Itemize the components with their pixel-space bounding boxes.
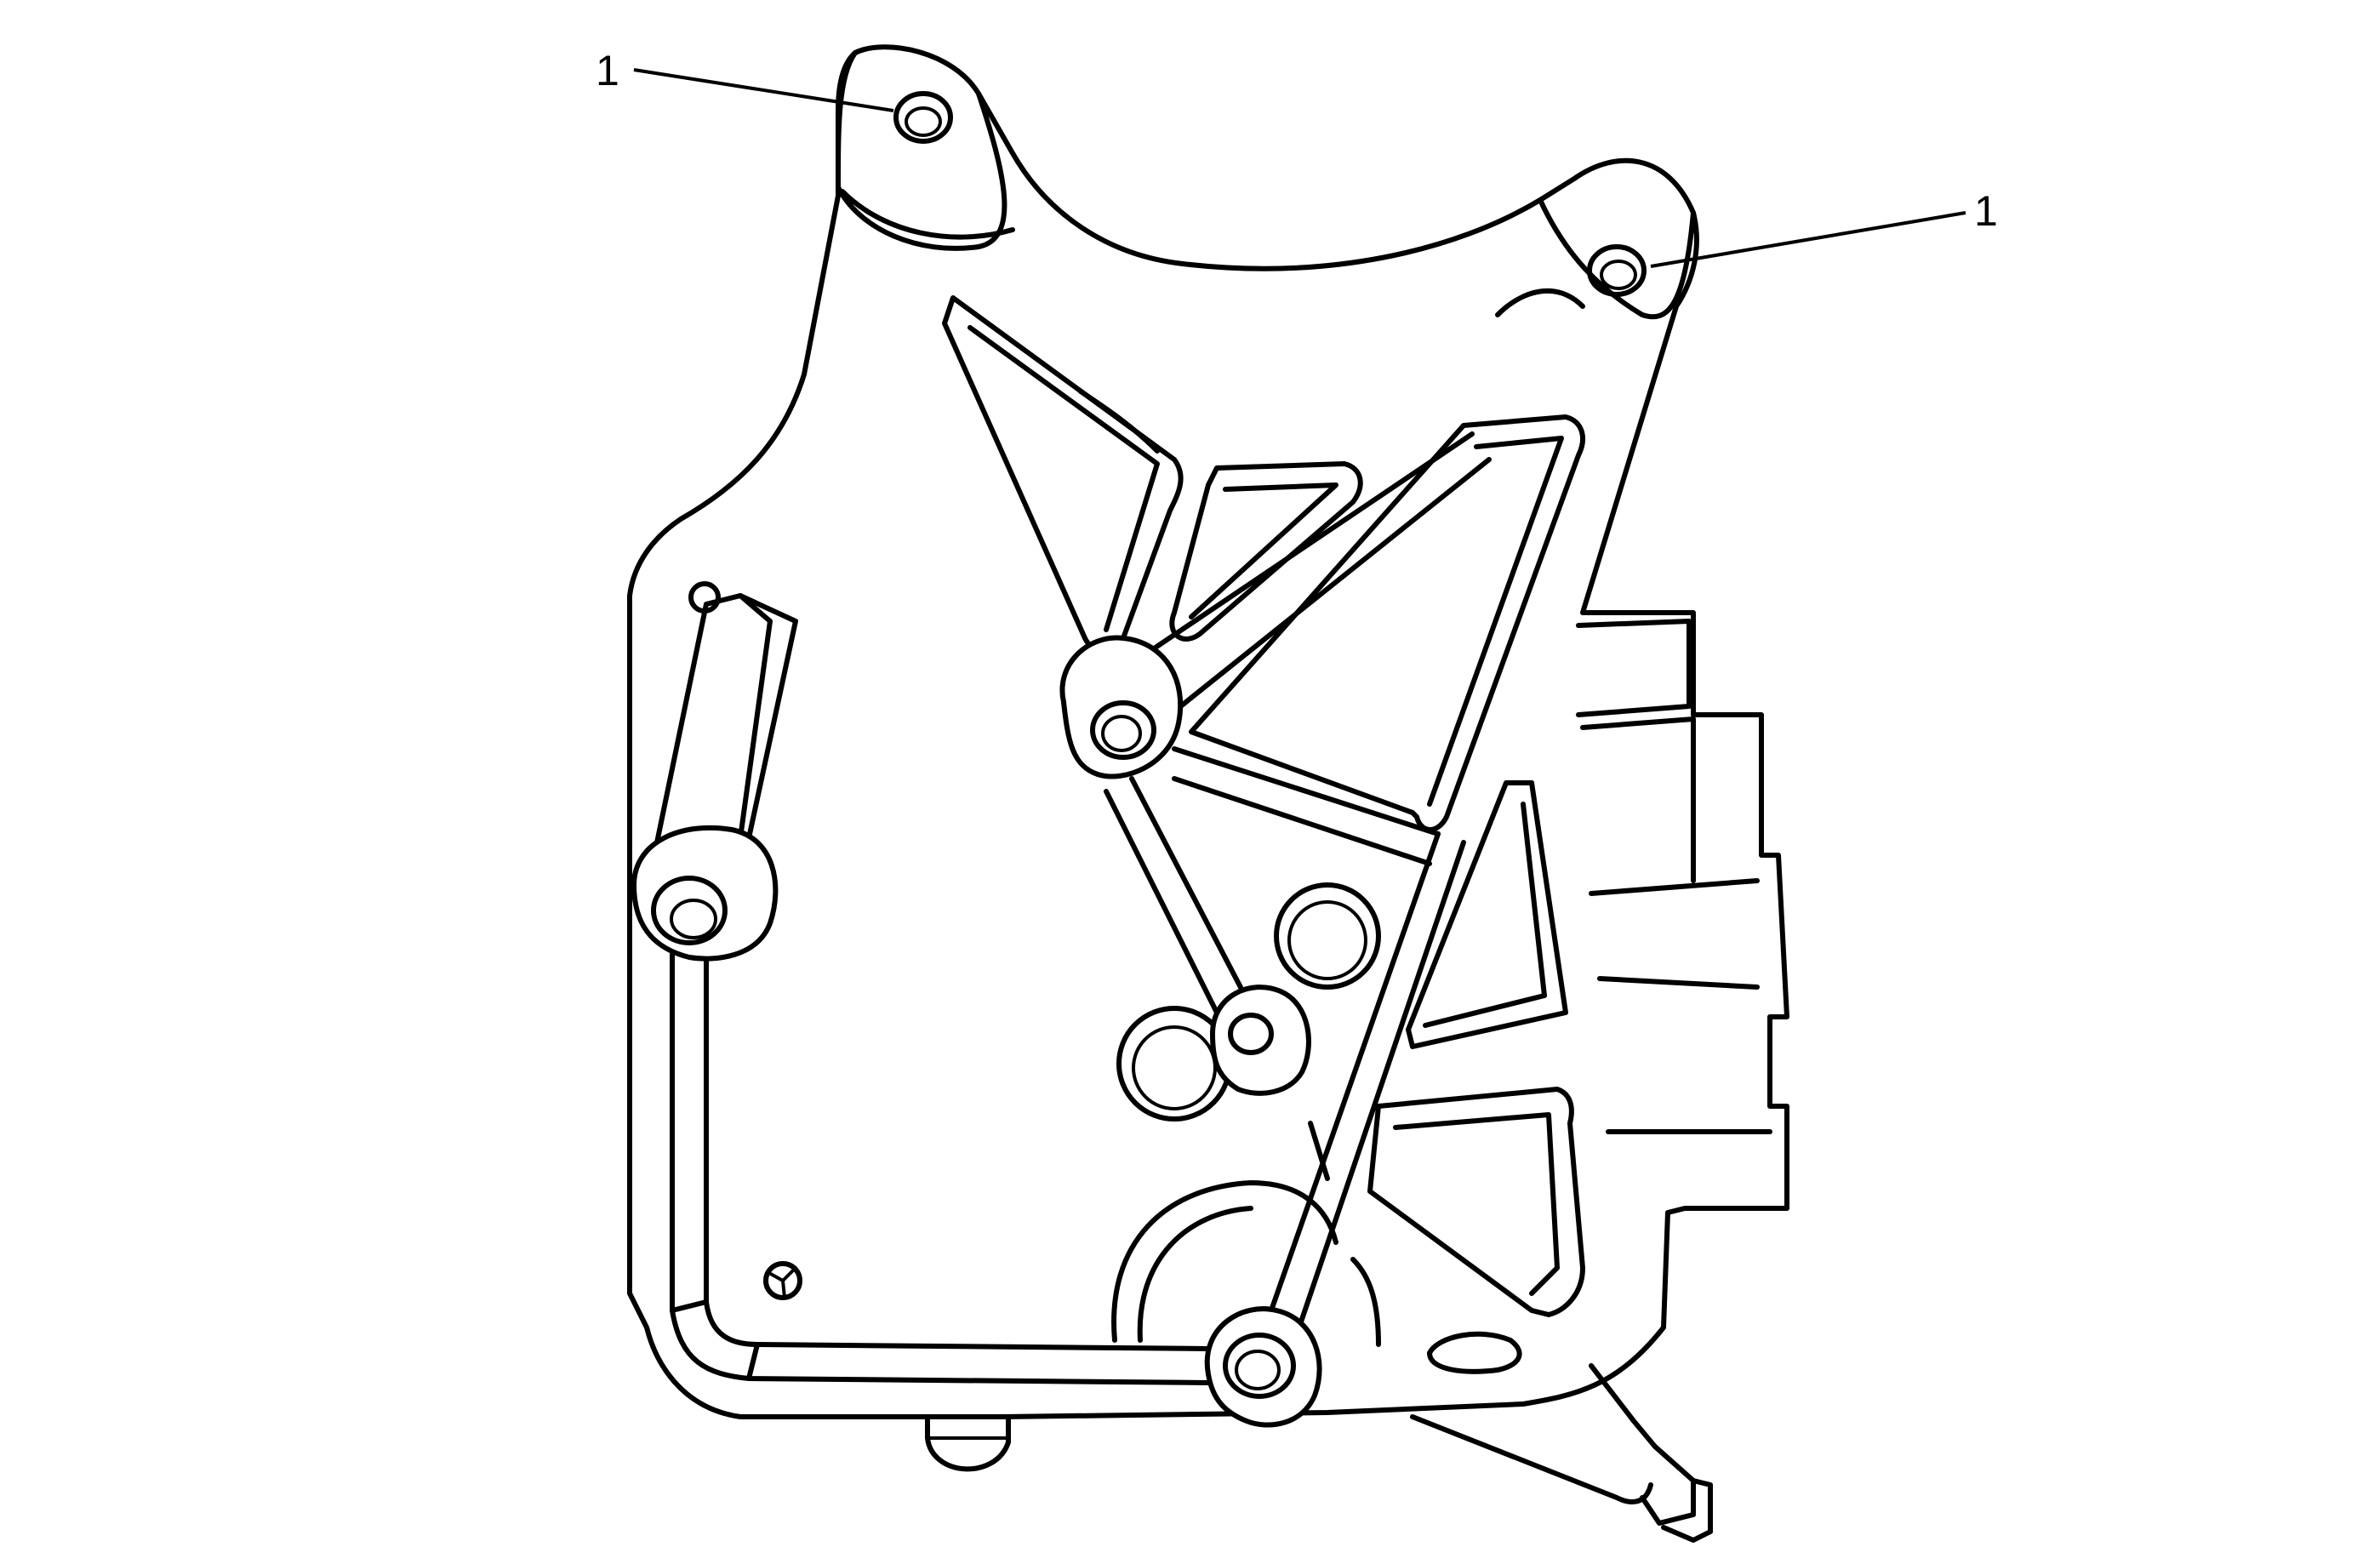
right-mounting-tabs xyxy=(1576,619,1772,1134)
lower-right-slot xyxy=(1427,1331,1522,1374)
upper-middle-pocket xyxy=(1169,461,1363,642)
callout-label-right: 1 xyxy=(1974,187,1998,235)
callout-leader-right xyxy=(1650,211,1966,268)
bottom-left-pin xyxy=(763,1261,802,1300)
callout-leader-left xyxy=(633,68,894,112)
left-upper-boss xyxy=(836,50,1015,251)
lower-right-pocket xyxy=(1367,1087,1585,1317)
middle-boss xyxy=(1210,985,1311,1096)
lower-recess xyxy=(1111,1180,1381,1347)
callout-label-left: 1 xyxy=(596,47,619,94)
right-mid-pocket xyxy=(1406,780,1568,1049)
middle-ring-holes xyxy=(1116,882,1381,1122)
right-upper-boss xyxy=(1495,197,1696,320)
left-arm xyxy=(653,581,798,858)
upper-left-pocket xyxy=(942,295,1184,654)
left-upper-mounting-hole xyxy=(893,91,953,144)
right-diagonal-pocket xyxy=(1189,414,1585,832)
bottom-right-shaft xyxy=(1410,1363,1713,1543)
bottom-pin xyxy=(925,1414,1011,1472)
central-hub-boss xyxy=(1059,635,1184,779)
bracket-outline xyxy=(627,44,1789,1419)
left-lower-boss xyxy=(631,825,779,962)
lower-boss xyxy=(1204,1306,1322,1428)
right-upper-mounting-hole xyxy=(1587,244,1647,297)
inner-frame xyxy=(670,891,1211,1385)
rib-spars xyxy=(1104,431,1492,1347)
